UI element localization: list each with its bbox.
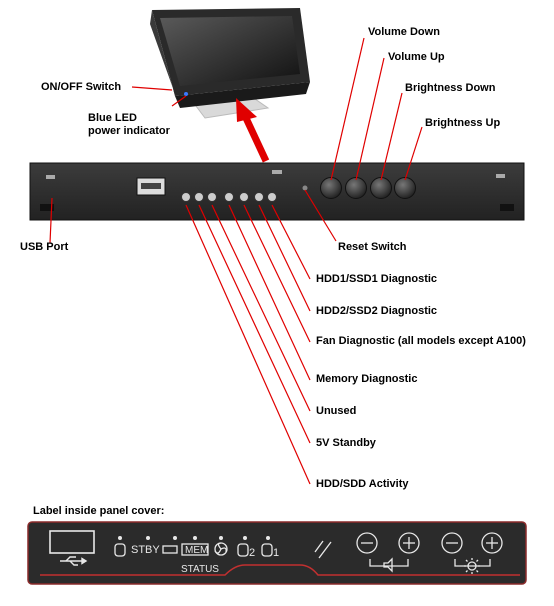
volume-down-button	[320, 177, 342, 199]
usb-frame-icon	[49, 530, 95, 554]
mem-text: MEM	[185, 545, 208, 556]
hdd2-diagnostic-label: HDD2/SSD2 Diagnostic	[316, 305, 438, 317]
hdd1-diagnostic-label: HDD1/SSD1 Diagnostic	[316, 273, 438, 285]
panel-slot-mid	[272, 170, 282, 174]
blue-led-label-line1: Blue LED	[88, 112, 137, 124]
diagnostic-leds	[181, 192, 277, 202]
status-dots	[118, 536, 270, 540]
panel-foot-left	[40, 204, 54, 211]
brightness-minus-icon	[441, 532, 463, 554]
brightness-down-label: Brightness Down	[405, 82, 496, 94]
panel-slot-right	[496, 174, 505, 178]
unused-label: Unused	[316, 405, 357, 417]
on-off-switch-label: ON/OFF Switch	[41, 81, 122, 93]
5v-standby-label: 5V Standby	[316, 437, 376, 449]
label-panel-title: Label inside panel cover:	[33, 505, 165, 517]
brightness-up-label: Brightness Up	[425, 117, 501, 129]
reset-switch-label: Reset Switch	[338, 241, 407, 253]
volume-bracket	[369, 559, 409, 567]
blue-led-label-line2: power indicator	[88, 125, 170, 137]
usb-symbol-icon	[60, 556, 88, 566]
front-panel	[29, 162, 525, 221]
brightness-plus-icon	[481, 532, 503, 554]
reset-icon	[314, 540, 332, 559]
sun-icon	[464, 558, 480, 574]
speaker-icon	[383, 557, 393, 573]
drive1-text: 1	[273, 547, 279, 559]
hdd-activity-label: HDD/SDD Activity	[316, 478, 409, 490]
status-text: STATUS	[181, 564, 219, 575]
panel-slot-left	[46, 175, 55, 179]
activity-drive-icon	[114, 543, 126, 557]
brightness-up-button	[394, 177, 416, 199]
stby-text: STBY	[131, 544, 160, 556]
volume-down-label: Volume Down	[368, 26, 440, 38]
fan-diagnostic-label: Fan Diagnostic (all models except A100)	[316, 335, 526, 347]
volume-plus-icon	[398, 532, 420, 554]
volume-minus-icon	[356, 532, 378, 554]
brightness-bracket	[454, 559, 491, 567]
drive1-icon	[261, 543, 273, 557]
volume-up-button	[345, 177, 367, 199]
fan-icon	[214, 542, 228, 556]
volume-up-label: Volume Up	[388, 51, 445, 63]
panel-foot-right	[500, 204, 514, 211]
reset-hole	[302, 185, 308, 191]
memory-icon	[181, 543, 209, 556]
unused-slot-icon	[162, 545, 178, 554]
drive2-text: 2	[249, 547, 255, 559]
memory-diagnostic-label: Memory Diagnostic	[316, 373, 418, 385]
brightness-down-button	[370, 177, 392, 199]
callout-lines	[49, 37, 423, 485]
device-image	[150, 8, 310, 119]
usb-port-label: USB Port	[20, 241, 69, 253]
drive2-icon	[237, 543, 249, 557]
label-panel: STBY MEM 2 1 STATUS	[27, 521, 527, 585]
big-arrow	[236, 98, 270, 163]
